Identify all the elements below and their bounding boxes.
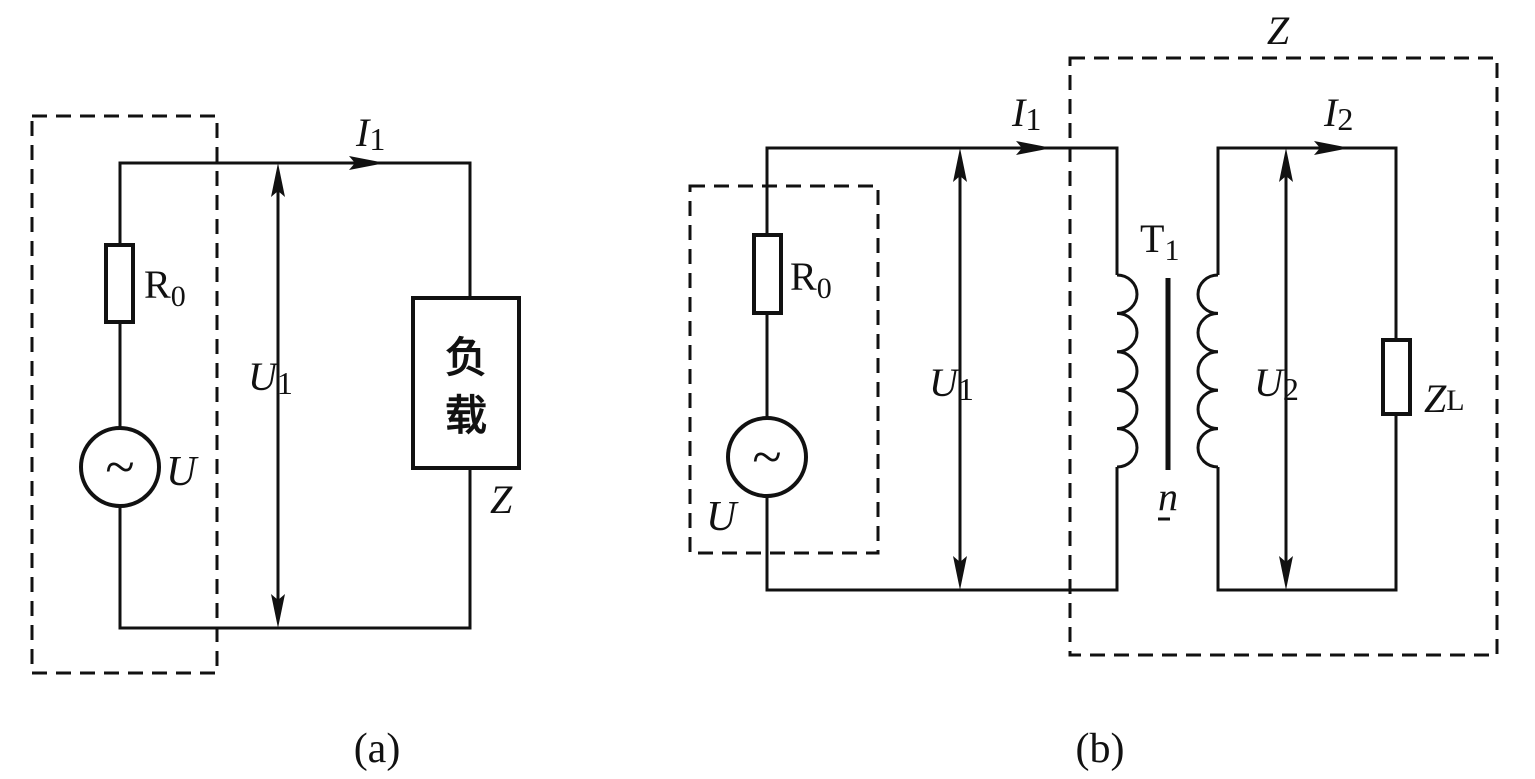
resistor-r0-a	[104, 243, 135, 324]
secondary-bottom-wire	[1216, 414, 1398, 592]
load-box-a	[411, 296, 521, 470]
secondary-top-wire	[1216, 146, 1398, 340]
secondary-coil	[1196, 273, 1219, 469]
load-text-2: 载	[445, 391, 487, 440]
current-arrow-secondary	[1314, 141, 1350, 155]
source-enclosure-a	[30, 114, 219, 675]
primary-top-wire	[765, 146, 1119, 275]
voltage-arrow-bottom-u2	[1279, 556, 1293, 590]
current-arrow-primary	[1016, 141, 1052, 155]
voltage-arrow-top-u2	[1279, 148, 1293, 182]
enclosure-label-z: Z	[1267, 8, 1290, 53]
caption-a: (a)	[354, 726, 401, 772]
primary-coil	[1116, 273, 1139, 469]
current-label-primary: I1	[1011, 90, 1041, 137]
voltage-arrow-top-u1	[953, 148, 967, 182]
voltage-arrow-bottom-u1	[953, 556, 967, 590]
load-label-zl: ZL	[1424, 376, 1465, 421]
transformer-label: T1	[1140, 216, 1179, 267]
load-text-1: 负	[445, 333, 487, 382]
resistor-r0-b	[752, 233, 783, 315]
load-label-a: Z	[490, 477, 513, 522]
voltage-source-b	[726, 416, 808, 498]
diagram-a: ~ 负 载 I1 U1 R0 U Z (a)	[30, 110, 521, 772]
turns-ratio-label: n	[1158, 474, 1178, 519]
bottom-wire-a	[118, 468, 472, 630]
caption-b: (b)	[1076, 726, 1125, 772]
load-zl	[1381, 338, 1412, 416]
ac-glyph-b: ~	[752, 427, 781, 487]
source-enclosure-b	[688, 184, 880, 555]
current-label-a: I1	[355, 110, 385, 157]
voltage-source-a	[79, 426, 161, 508]
resistor-label-a: R0	[144, 262, 186, 313]
voltage-label-u2: U2	[1254, 360, 1299, 407]
voltage-label-a: U1	[248, 354, 293, 401]
source-label-b: U	[706, 494, 739, 540]
diagram-b: ~ Z I1 I2 U1 U2 R0 U T1 n ZL (b)	[688, 8, 1499, 772]
current-arrow-a	[349, 156, 385, 170]
load-enclosure-b	[1068, 56, 1499, 657]
current-label-secondary: I2	[1323, 90, 1353, 137]
primary-bottom-wire	[765, 467, 1119, 592]
voltage-label-u1: U1	[929, 360, 974, 407]
voltage-arrow-top-a	[271, 163, 285, 197]
top-wire-a	[118, 161, 472, 298]
resistor-label-b: R0	[790, 254, 832, 305]
voltage-arrow-bottom-a	[271, 594, 285, 628]
ac-glyph-a: ~	[105, 437, 134, 497]
source-label-a: U	[166, 449, 199, 495]
